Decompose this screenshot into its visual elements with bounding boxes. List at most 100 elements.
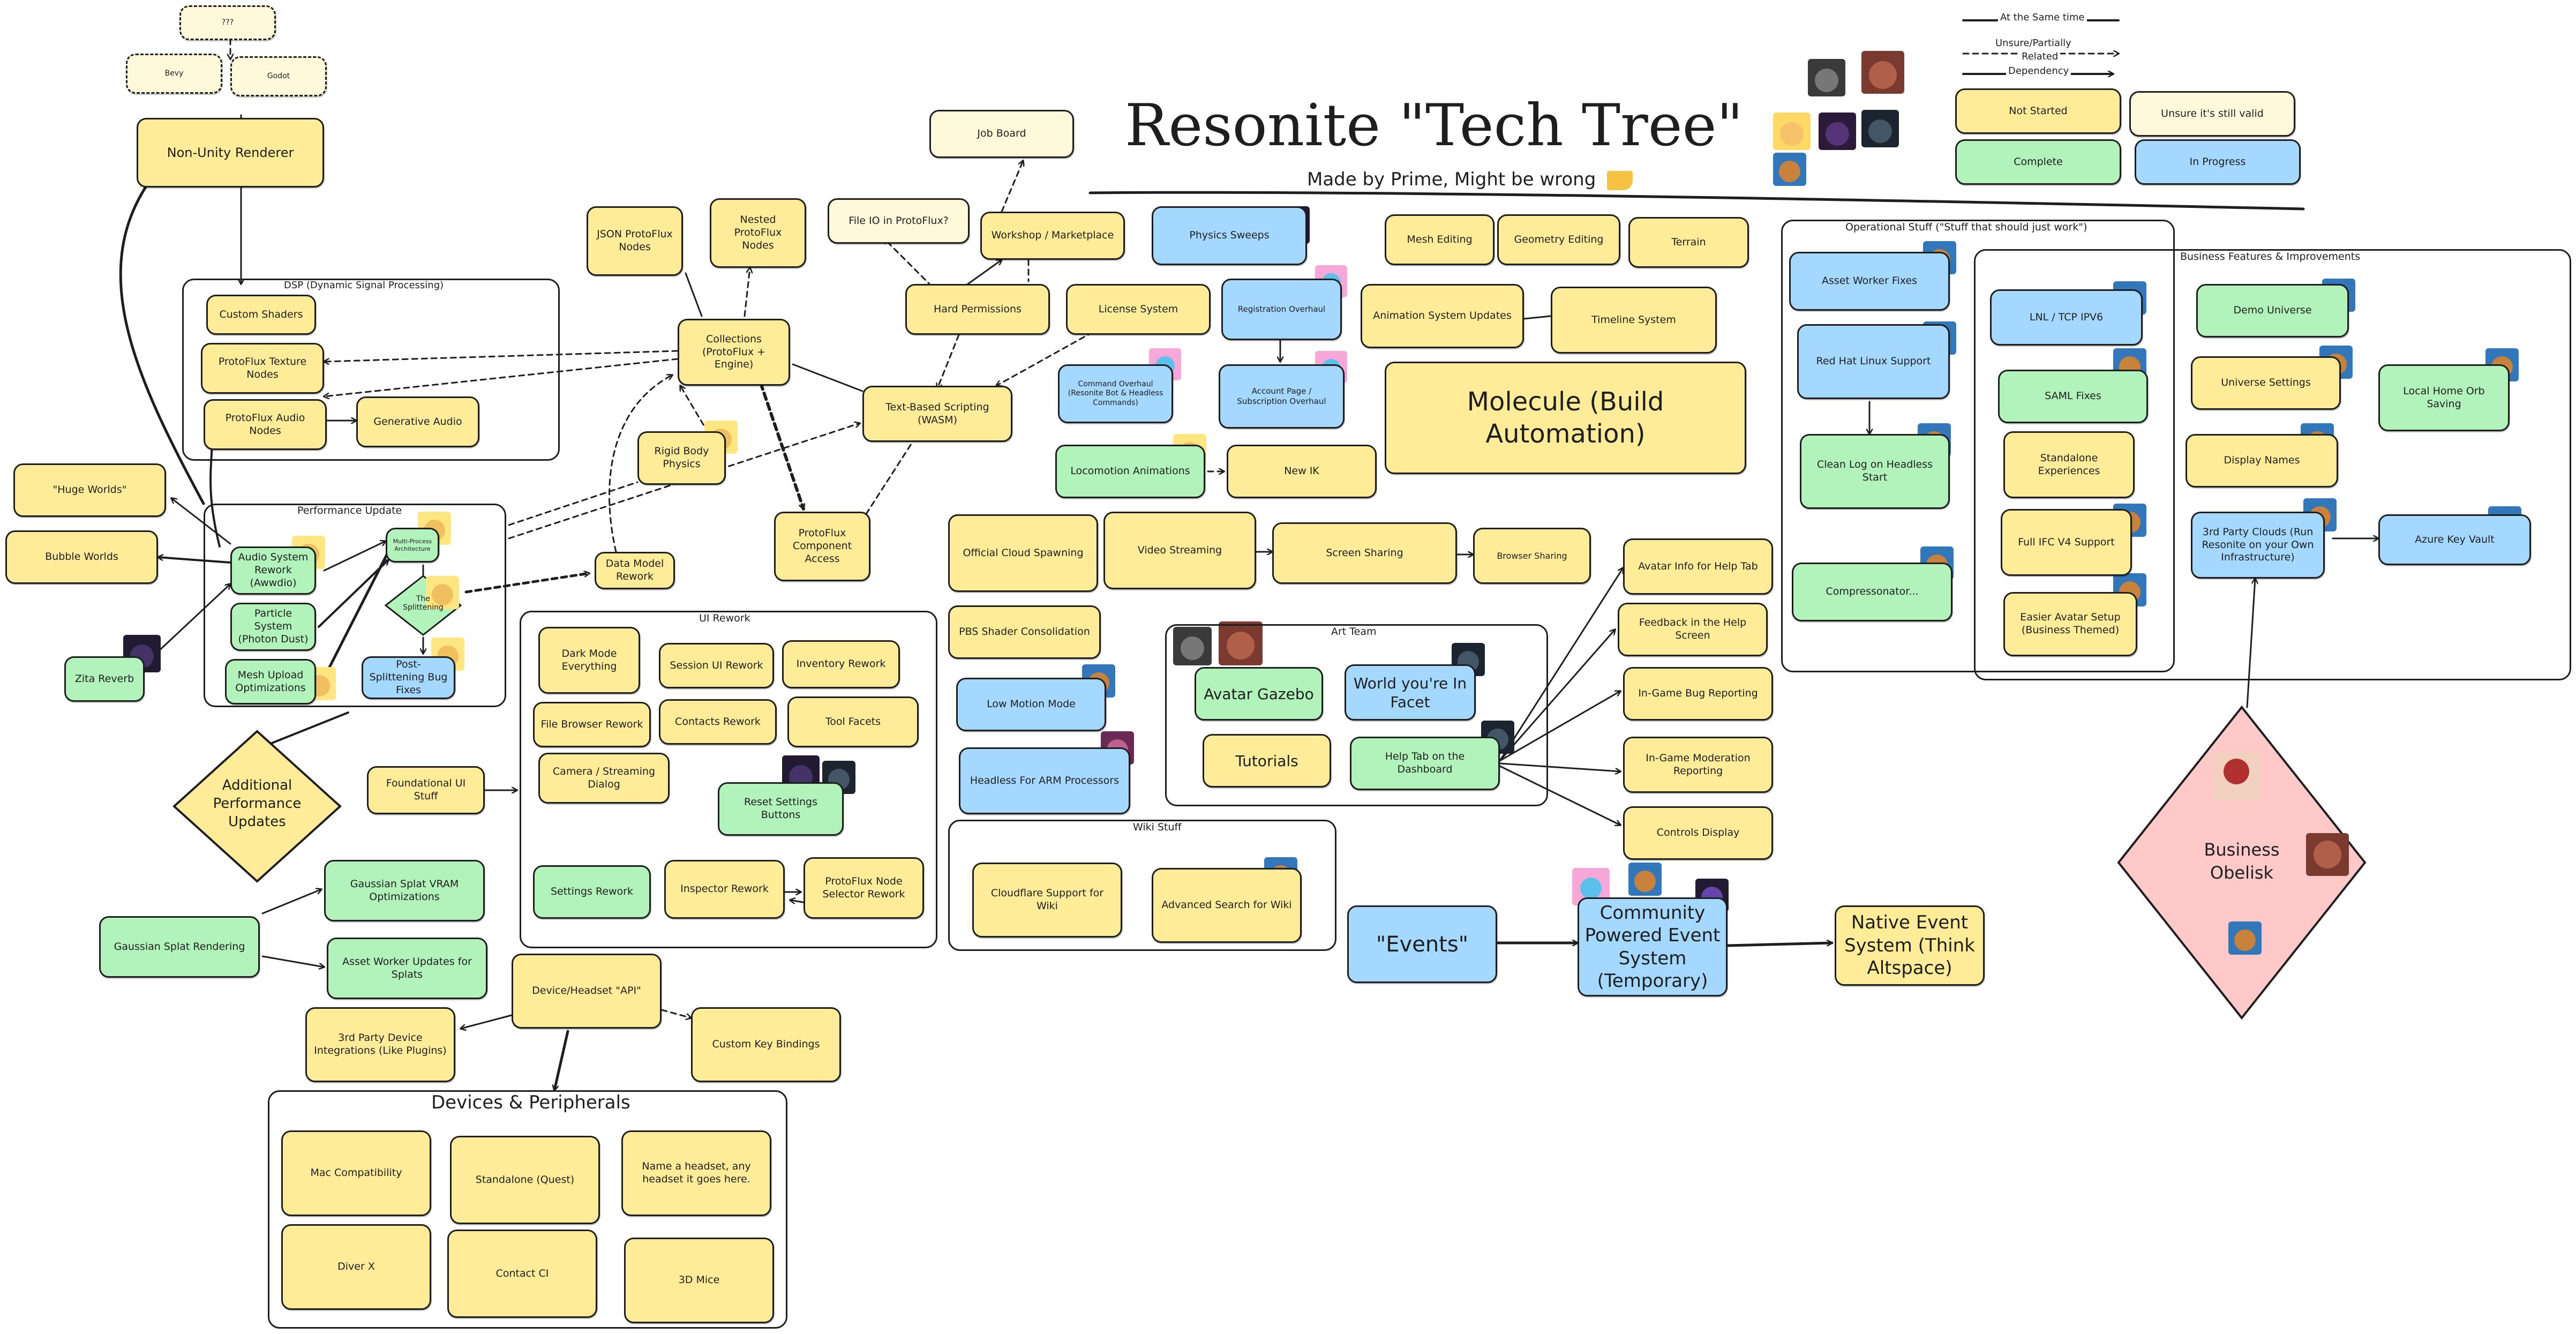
- geometry-editing-node[interactable]: Geometry Editing: [1497, 214, 1620, 265]
- help-tab-dashboard-node[interactable]: Help Tab on the Dashboard: [1350, 737, 1500, 790]
- lnl-tcp-ipv6-node[interactable]: LNL / TCP IPV6: [1990, 289, 2143, 346]
- avatar-info-help-tab-node[interactable]: Avatar Info for Help Tab: [1623, 538, 1773, 595]
- local-home-orb-saving-node[interactable]: Local Home Orb Saving: [2378, 364, 2510, 431]
- bevy-node[interactable]: Bevy: [126, 54, 222, 94]
- terrain-node[interactable]: Terrain: [1628, 217, 1749, 268]
- registration-overhaul-node[interactable]: Registration Overhaul: [1221, 279, 1342, 340]
- json-protoflux-nodes-node[interactable]: JSON ProtoFlux Nodes: [587, 206, 683, 276]
- red-hat-linux-node[interactable]: Red Hat Linux Support: [1797, 324, 1950, 399]
- contact-ci-node[interactable]: Contact CI: [447, 1230, 597, 1318]
- animation-system-updates-node[interactable]: Animation System Updates: [1361, 284, 1524, 348]
- data-model-rework-node[interactable]: Data Model Rework: [595, 552, 675, 589]
- rigid-body-physics-node[interactable]: Rigid Body Physics: [637, 431, 726, 485]
- universe-settings-node[interactable]: Universe Settings: [2191, 356, 2341, 410]
- dark-mode-everything-node[interactable]: Dark Mode Everything: [538, 627, 640, 694]
- collections-node[interactable]: Collections (ProtoFlux + Engine): [678, 319, 790, 386]
- protoflux-component-access-node[interactable]: ProtoFlux Component Access: [774, 512, 870, 581]
- standalone-experiences-node[interactable]: Standalone Experiences: [2003, 431, 2135, 498]
- azure-key-vault-node[interactable]: Azure Key Vault: [2378, 514, 2531, 565]
- events-node[interactable]: "Events": [1347, 905, 1497, 983]
- full-ifc-v4-node[interactable]: Full IFC V4 Support: [2001, 509, 2132, 576]
- world-youre-in-facet-node[interactable]: World you're In Facet: [1345, 664, 1476, 721]
- gaussian-splat-rendering-node[interactable]: Gaussian Splat Rendering: [99, 916, 260, 978]
- standalone-quest-node[interactable]: Standalone (Quest): [450, 1136, 600, 1224]
- command-overhaul-node[interactable]: Command Overhaul (Resonite Bot & Headles…: [1058, 364, 1173, 423]
- timeline-system-node[interactable]: Timeline System: [1551, 287, 1717, 354]
- custom-shaders-node[interactable]: Custom Shaders: [206, 295, 316, 335]
- session-ui-rework-node[interactable]: Session UI Rework: [659, 643, 774, 688]
- post-splittening-bug-fixes-node[interactable]: Post-Splittening Bug Fixes: [362, 656, 455, 699]
- protoflux-audio-nodes-node[interactable]: ProtoFlux Audio Nodes: [204, 399, 327, 450]
- saml-fixes-node[interactable]: SAML Fixes: [1998, 370, 2148, 423]
- splittening-label[interactable]: The Splittening: [403, 595, 444, 612]
- gaussian-splat-vram-node[interactable]: Gaussian Splat VRAM Optimizations: [324, 860, 485, 921]
- cloudflare-support-wiki-node[interactable]: Cloudflare Support for Wiki: [972, 863, 1122, 938]
- new-ik-node[interactable]: New IK: [1227, 445, 1377, 498]
- native-event-system-node[interactable]: Native Event System (Think Altspace): [1835, 905, 1985, 986]
- avatar-gazebo-node[interactable]: Avatar Gazebo: [1195, 667, 1323, 721]
- device-headset-api-node[interactable]: Device/Headset "API": [512, 954, 662, 1029]
- custom-key-bindings-node[interactable]: Custom Key Bindings: [691, 1007, 841, 1082]
- license-system-node[interactable]: License System: [1066, 284, 1211, 335]
- community-event-system-node[interactable]: Community Powered Event System (Temporar…: [1578, 897, 1728, 996]
- compressonator-node[interactable]: Compressonator...: [1792, 563, 1952, 621]
- locomotion-animations-node[interactable]: Locomotion Animations: [1055, 445, 1205, 498]
- protoflux-texture-nodes-node[interactable]: ProtoFlux Texture Nodes: [201, 343, 324, 394]
- asset-worker-updates-splats-node[interactable]: Asset Worker Updates for Splats: [327, 938, 487, 999]
- feedback-help-screen-node[interactable]: Feedback in the Help Screen: [1618, 603, 1768, 656]
- unknown-renderer-node[interactable]: ???: [179, 5, 276, 40]
- demo-universe-node[interactable]: Demo Universe: [2196, 284, 2349, 338]
- account-page-overhaul-node[interactable]: Account Page / Subscription Overhaul: [1219, 364, 1345, 429]
- 3d-mice-node[interactable]: 3D Mice: [624, 1238, 774, 1323]
- mesh-editing-node[interactable]: Mesh Editing: [1385, 214, 1494, 265]
- controls-display-node[interactable]: Controls Display: [1623, 806, 1773, 860]
- huge-worlds-node[interactable]: "Huge Worlds": [13, 463, 166, 517]
- browser-sharing-node[interactable]: Browser Sharing: [1473, 528, 1591, 584]
- name-a-headset-node[interactable]: Name a headset, any headset it goes here…: [621, 1130, 771, 1216]
- molecule-node[interactable]: Molecule (Build Automation): [1385, 362, 1746, 474]
- nested-protoflux-nodes-node[interactable]: Nested ProtoFlux Nodes: [710, 198, 806, 268]
- diver-x-node[interactable]: Diver X: [281, 1224, 431, 1310]
- low-motion-mode-node[interactable]: Low Motion Mode: [956, 678, 1106, 731]
- job-board-node[interactable]: Job Board: [929, 110, 1074, 158]
- headless-arm-processors-node[interactable]: Headless For ARM Processors: [959, 747, 1130, 814]
- godot-node[interactable]: Godot: [230, 56, 327, 96]
- particle-system-node[interactable]: Particle System (Photon Dust): [230, 603, 316, 651]
- display-names-node[interactable]: Display Names: [2186, 434, 2338, 488]
- advanced-search-wiki-node[interactable]: Advanced Search for Wiki: [1152, 868, 1302, 943]
- bubble-worlds-node[interactable]: Bubble Worlds: [5, 530, 158, 584]
- video-streaming-node[interactable]: Video Streaming: [1103, 512, 1256, 589]
- non-unity-renderer-node[interactable]: Non-Unity Renderer: [137, 118, 324, 188]
- foundational-ui-stuff-node[interactable]: Foundational UI Stuff: [367, 766, 485, 814]
- in-game-moderation-reporting-node[interactable]: In-Game Moderation Reporting: [1623, 737, 1773, 793]
- mac-compatibility-node[interactable]: Mac Compatibility: [281, 1130, 431, 1216]
- inspector-rework-node[interactable]: Inspector Rework: [664, 860, 785, 919]
- clean-log-headless-node[interactable]: Clean Log on Headless Start: [1800, 434, 1950, 509]
- generative-audio-node[interactable]: Generative Audio: [356, 396, 479, 447]
- multi-process-architecture-node[interactable]: Multi-Process Architecture: [386, 528, 439, 563]
- zita-reverb-node[interactable]: Zita Reverb: [64, 656, 145, 702]
- tutorials-node[interactable]: Tutorials: [1203, 734, 1331, 788]
- text-based-scripting-node[interactable]: Text-Based Scripting (WASM): [862, 386, 1012, 442]
- third-party-clouds-node[interactable]: 3rd Party Clouds (Run Resonite on your O…: [2191, 512, 2325, 579]
- easier-avatar-setup-node[interactable]: Easier Avatar Setup (Business Themed): [2003, 592, 2137, 656]
- camera-streaming-dialog-node[interactable]: Camera / Streaming Dialog: [538, 753, 670, 804]
- workshop-marketplace-node[interactable]: Workshop / Marketplace: [980, 212, 1125, 260]
- business-obelisk-label[interactable]: Business Obelisk: [2204, 840, 2280, 883]
- third-party-device-integrations-node[interactable]: 3rd Party Device Integrations (Like Plug…: [305, 1007, 455, 1082]
- asset-worker-fixes-node[interactable]: Asset Worker Fixes: [1789, 252, 1950, 311]
- official-cloud-spawning-node[interactable]: Official Cloud Spawning: [948, 514, 1098, 592]
- contacts-rework-node[interactable]: Contacts Rework: [659, 699, 777, 745]
- settings-rework-node[interactable]: Settings Rework: [533, 865, 651, 919]
- physics-sweeps-node[interactable]: Physics Sweeps: [1152, 206, 1307, 265]
- tool-facets-node[interactable]: Tool Facets: [787, 696, 919, 747]
- audio-system-rework-node[interactable]: Audio System Rework (Awwdio): [230, 546, 316, 595]
- inventory-rework-node[interactable]: Inventory Rework: [782, 640, 900, 688]
- reset-settings-buttons-node[interactable]: Reset Settings Buttons: [718, 782, 844, 836]
- additional-performance-label[interactable]: Additional Performance Updates: [213, 777, 302, 830]
- mesh-upload-optimizations-node[interactable]: Mesh Upload Optimizations: [225, 659, 316, 705]
- pbs-shader-consolidation-node[interactable]: PBS Shader Consolidation: [948, 605, 1101, 659]
- hard-permissions-node[interactable]: Hard Permissions: [905, 284, 1050, 335]
- screen-sharing-node[interactable]: Screen Sharing: [1272, 522, 1457, 584]
- file-browser-rework-node[interactable]: File Browser Rework: [533, 702, 651, 747]
